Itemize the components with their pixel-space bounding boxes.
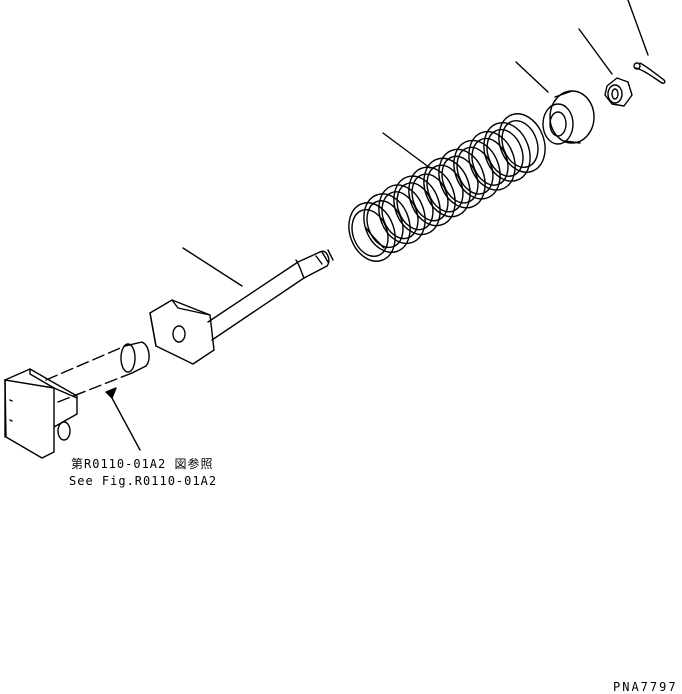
spring-coil bbox=[363, 193, 411, 253]
spring-coil-inner bbox=[396, 182, 434, 231]
spring-coil-inner bbox=[426, 164, 464, 213]
spring-coil bbox=[423, 157, 471, 218]
spring-coil-inner bbox=[366, 200, 404, 249]
spring-end-hook bbox=[365, 227, 385, 249]
housing-bracket bbox=[4, 368, 78, 459]
hex-nut bbox=[604, 77, 633, 107]
spring-coil bbox=[393, 175, 441, 236]
spring-coil-inner bbox=[411, 173, 449, 222]
coil-spring bbox=[348, 113, 546, 262]
reference-label-english: See Fig.R0110-01A2 bbox=[69, 474, 218, 488]
spring-coil bbox=[438, 148, 486, 209]
spring-coil bbox=[453, 139, 501, 200]
spring-coil-inner bbox=[456, 146, 494, 195]
spring-coil-inner bbox=[486, 128, 524, 177]
housing-shaft-extension bbox=[45, 341, 150, 403]
spring-coil bbox=[348, 202, 396, 262]
spring-coil bbox=[408, 166, 456, 227]
figure-id: PNA7797 bbox=[613, 680, 678, 694]
spring-coil-inner bbox=[441, 155, 479, 204]
spring-coil-inner bbox=[381, 191, 419, 240]
reference-label-japanese: 第R0110-01A2 図参照 bbox=[71, 457, 214, 471]
spring-retainer bbox=[542, 90, 595, 145]
spring-coil-inner bbox=[351, 209, 389, 257]
cotter-pin bbox=[633, 62, 666, 84]
spring-coil-inner bbox=[471, 137, 509, 186]
reference-leader-arrow bbox=[105, 387, 141, 451]
spring-coil bbox=[498, 113, 546, 173]
spring-coil bbox=[378, 184, 426, 245]
part-leader-lines bbox=[182, 0, 649, 287]
spring-coil-inner bbox=[501, 120, 539, 168]
spring-coil bbox=[468, 130, 516, 191]
spring-coil bbox=[483, 122, 531, 182]
spring-rod bbox=[149, 249, 334, 365]
